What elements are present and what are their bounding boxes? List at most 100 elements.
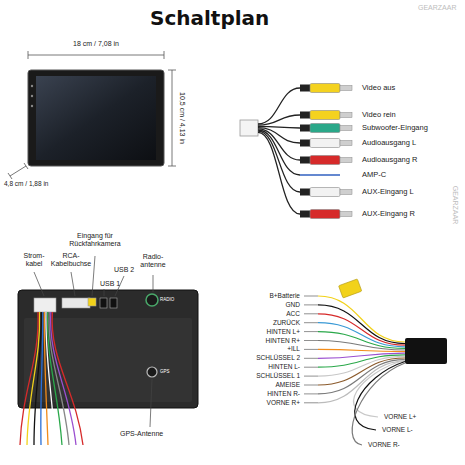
leader-line — [304, 367, 318, 368]
leader-line — [304, 393, 318, 394]
watermark: GEARZAAR — [451, 186, 459, 225]
harness-wire — [318, 323, 405, 347]
screen — [36, 76, 156, 160]
leader-line — [304, 304, 318, 305]
signal-label: USB 2 — [114, 266, 134, 274]
signal-label: VORNE L- — [382, 426, 413, 433]
signal-label: HINTEN R+ — [266, 337, 301, 344]
signal-label: AMP-C — [362, 171, 386, 180]
cable-connector — [240, 120, 258, 136]
cable-wire — [258, 115, 300, 125]
rca-plug — [310, 124, 340, 133]
signal-label: USB 1 — [100, 280, 120, 288]
usb-port — [100, 298, 107, 308]
plug-tip — [340, 86, 352, 91]
diagram-title: Schaltplan — [150, 6, 269, 30]
rca-plug — [310, 188, 340, 197]
power-wire — [51, 312, 76, 445]
signal-label: VORNE L+ — [384, 413, 416, 420]
leader-line — [304, 376, 318, 377]
signal-label: GPS — [160, 369, 170, 374]
plug-collar — [300, 140, 310, 147]
cable-wire — [258, 131, 300, 192]
leader-line — [304, 385, 318, 386]
harness-wires — [304, 296, 405, 445]
dimension-lines — [8, 51, 176, 179]
plug-tip — [340, 113, 352, 118]
signal-label: HINTEN R- — [267, 390, 300, 397]
signal-label: B+Batterie — [269, 292, 300, 299]
signal-label: GND — [286, 301, 300, 308]
power-wires — [20, 312, 83, 445]
dimension-label: 10,5 cm / 4,13 in — [178, 92, 186, 144]
harness-wire — [318, 305, 405, 344]
signal-label: ACC — [286, 310, 300, 317]
signal-label: Subwoofer-Eingang — [362, 124, 428, 133]
harness-wire — [318, 332, 405, 349]
plug-tip — [340, 141, 352, 146]
plug-collar — [300, 157, 310, 164]
signal-label: HINTEN L- — [268, 363, 300, 370]
signal-label: Strom- kabel — [20, 252, 48, 268]
leader-line — [304, 358, 318, 359]
plug-tip — [340, 190, 352, 195]
leader-lines — [34, 256, 153, 427]
plug-collar — [300, 125, 310, 132]
dimension-label: 4,8 cm / 1,88 in — [4, 180, 48, 187]
plug-collar — [300, 189, 310, 196]
button — [31, 85, 33, 87]
signal-label: Video aus — [362, 84, 395, 93]
camera-socket — [88, 298, 96, 306]
harness-connector — [405, 338, 447, 364]
cable-wire — [258, 132, 300, 214]
head-unit-front — [28, 70, 164, 166]
plug-collar — [300, 211, 310, 218]
signal-label: HINTEN L+ — [267, 328, 300, 335]
rca-plug — [310, 139, 340, 148]
signal-label: RADIO — [160, 297, 174, 302]
leader-line — [304, 322, 318, 323]
amp-wire — [300, 174, 340, 176]
signal-label: AMEISE — [275, 381, 300, 388]
usb-port — [110, 298, 117, 308]
signal-label: Video rein — [362, 111, 396, 120]
button — [31, 105, 33, 107]
signal-label: AUX-Eingang R — [362, 210, 415, 219]
rca-plug — [310, 210, 340, 219]
gps-socket — [147, 367, 157, 377]
watermark: GEARZAAR — [418, 4, 457, 12]
power-socket — [34, 298, 56, 312]
power-wire — [52, 312, 83, 445]
signal-label: +ILL — [287, 345, 300, 352]
harness-wire — [354, 360, 405, 417]
power-wire — [20, 312, 38, 445]
leader-line — [304, 296, 318, 297]
signal-label: SCHLÜSSEL 1 — [256, 372, 300, 379]
button — [31, 95, 33, 97]
signal-label: GPS-Antenne — [120, 430, 163, 438]
plug-tip — [340, 126, 352, 131]
fuse-tag — [339, 279, 362, 298]
leader-line — [304, 349, 318, 350]
rca-plug — [310, 111, 340, 120]
cable-wire — [258, 130, 300, 175]
dimension-label: 18 cm / 7,08 in — [73, 40, 119, 48]
power-wire — [41, 312, 43, 445]
leader-line — [304, 402, 318, 403]
signal-label: AUX-Eingang L — [362, 188, 414, 197]
signal-label: ZURÜCK — [273, 319, 300, 326]
signal-label: SCHLÜSSEL 2 — [256, 354, 300, 361]
plug-collar — [300, 85, 310, 92]
signal-label: Eingang für Rückfahrkamera — [66, 232, 124, 248]
rca-cable — [258, 84, 352, 219]
plug-tip — [340, 212, 352, 217]
harness-wire — [318, 349, 405, 351]
signal-label: RCA- Kabelbuchse — [48, 252, 94, 268]
cable-wire — [258, 88, 300, 124]
rca-plug — [310, 84, 340, 93]
rca-plug — [310, 156, 340, 165]
plug-tip — [340, 158, 352, 163]
